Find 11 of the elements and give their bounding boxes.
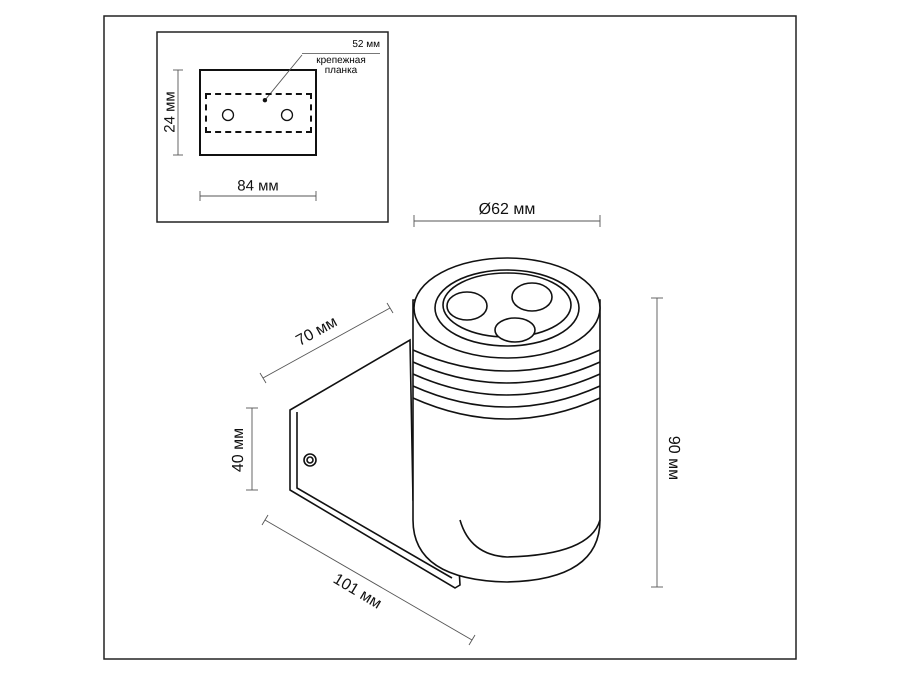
dimension-label: Ø62 мм [478, 202, 536, 218]
dimension-label: 70 мм [294, 314, 340, 350]
dimension-label: 40 мм [231, 428, 247, 472]
mounting-plate [205, 93, 312, 133]
dimension-label: 90 мм [665, 436, 681, 480]
leader-line [262, 54, 302, 102]
dimension-label: 84 мм [237, 178, 279, 194]
dimension-text: 52 мм [302, 40, 380, 54]
part-label: крепежная планка [315, 56, 367, 76]
dimension-label: 101 мм [330, 571, 384, 613]
dimension-label: 24 мм [162, 91, 178, 133]
